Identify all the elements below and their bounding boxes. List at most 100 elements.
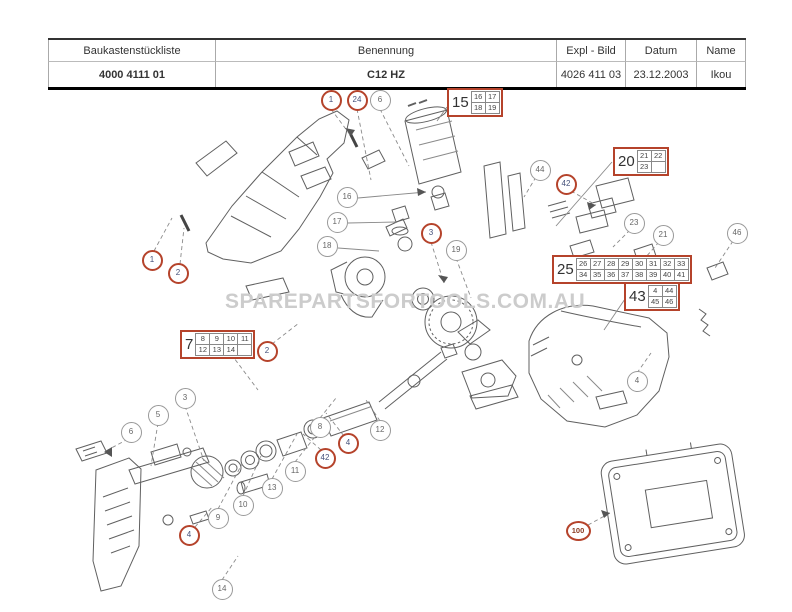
callout-sub-number: 17 [484, 91, 500, 103]
callout-sub-number: 21 [636, 150, 652, 162]
model-name: C12 HZ [215, 62, 556, 87]
callout-circle-2[interactable]: 2 [167, 262, 189, 284]
callout-sub-number: 29 [617, 258, 633, 270]
shoe-assembly-drawing [75, 440, 271, 592]
callout-box-15-main: 15 [452, 94, 469, 111]
callout-circle-12: 12 [369, 419, 391, 441]
callout-sub-number: 39 [645, 269, 661, 281]
callout-circle-44: 44 [529, 159, 551, 181]
part-list-number: 4000 4111 01 [48, 62, 215, 87]
carry-case-drawing [600, 442, 745, 565]
callout-circle-1[interactable]: 1 [320, 89, 342, 111]
callout-sub-number: 4 [647, 285, 663, 297]
callout-box-7-main: 7 [185, 336, 194, 353]
callout-sub-number: 16 [470, 91, 486, 103]
callout-sub-number: 12 [195, 344, 211, 356]
callout-sub-number: 11 [237, 333, 253, 345]
col-label-expl-bild: Expl - Bild [556, 40, 625, 62]
callout-circle-14: 14 [211, 578, 233, 600]
col-label-name: Name [696, 40, 746, 62]
callout-sub-number [237, 344, 253, 356]
callout-circle-13: 13 [261, 477, 283, 499]
callout-box-20-main: 20 [618, 153, 635, 170]
crank-drawing [457, 319, 519, 410]
callout-circle-21: 21 [652, 224, 674, 246]
date-value: 23.12.2003 [625, 62, 696, 87]
callout-sub-number: 37 [617, 269, 633, 281]
callout-circle-46: 46 [726, 222, 748, 244]
col-label-benennung: Benennung [215, 40, 556, 62]
callout-circle-42[interactable]: 42 [314, 447, 336, 469]
callout-sub-number: 46 [661, 296, 677, 308]
switch-assembly-drawing [483, 161, 657, 263]
callout-circle-9: 9 [207, 507, 229, 529]
callout-sub-number: 41 [673, 269, 689, 281]
leader-arrowheads [104, 128, 610, 518]
callout-circle-11: 11 [284, 460, 306, 482]
callout-sub-number: 19 [484, 102, 500, 114]
callout-sub-number: 45 [647, 296, 663, 308]
gearbox-drawing [330, 256, 386, 318]
callout-circle-5: 5 [147, 404, 169, 426]
callout-circle-10: 10 [232, 494, 254, 516]
callout-sub-number: 27 [589, 258, 605, 270]
callout-circle-16: 16 [336, 186, 358, 208]
motor-drawing [391, 99, 462, 252]
callout-sub-number: 10 [223, 333, 239, 345]
col-label-datum: Datum [625, 40, 696, 62]
callout-sub-number: 32 [659, 258, 675, 270]
callout-sub-number: 40 [659, 269, 675, 281]
callout-circle-3: 3 [174, 387, 196, 409]
callout-circle-18: 18 [316, 235, 338, 257]
callout-box-43-main: 43 [629, 288, 646, 305]
callout-sub-number: 36 [603, 269, 619, 281]
callout-circle-42[interactable]: 42 [555, 173, 577, 195]
callout-sub-number: 34 [575, 269, 591, 281]
header-table: Baukastenstückliste Benennung Expl - Bil… [48, 38, 746, 90]
callout-circle-24[interactable]: 24 [346, 89, 368, 111]
callout-sub-number: 30 [631, 258, 647, 270]
leader-lines [103, 106, 734, 581]
col-label-baukastenstueckliste: Baukastenstückliste [48, 40, 215, 62]
callout-circle-4: 4 [626, 370, 648, 392]
name-value: Ikou [696, 62, 746, 87]
callout-sub-number: 31 [645, 258, 661, 270]
callout-circle-23: 23 [623, 212, 645, 234]
callout-sub-number: 14 [223, 344, 239, 356]
callout-circle-3[interactable]: 3 [420, 222, 442, 244]
callout-sub-number: 23 [636, 161, 652, 173]
callout-circle-2[interactable]: 2 [256, 340, 278, 362]
callout-circle-100[interactable]: 100 [565, 521, 591, 541]
expl-bild-number: 4026 411 03 [556, 62, 625, 87]
callout-sub-number: 33 [673, 258, 689, 270]
callout-sub-number: 44 [661, 285, 677, 297]
callout-circle-8: 8 [309, 416, 331, 438]
callout-circle-1[interactable]: 1 [141, 249, 163, 271]
callout-circle-4[interactable]: 4 [178, 524, 200, 546]
callout-sub-number: 18 [470, 102, 486, 114]
callout-circle-19: 19 [445, 239, 467, 261]
callout-sub-number [650, 161, 666, 173]
callout-sub-number: 22 [650, 150, 666, 162]
callout-sub-number: 9 [209, 333, 225, 345]
callout-sub-number: 28 [603, 258, 619, 270]
callout-circle-4[interactable]: 4 [337, 432, 359, 454]
callout-circle-17: 17 [326, 211, 348, 233]
fan-gear-drawing [411, 287, 482, 361]
header-value-row: 4000 4111 01 C12 HZ 4026 411 03 23.12.20… [48, 62, 746, 87]
callout-circle-6: 6 [369, 89, 391, 111]
callout-sub-number: 35 [589, 269, 605, 281]
callout-sub-number: 38 [631, 269, 647, 281]
callout-circle-6: 6 [120, 421, 142, 443]
header-label-row: Baukastenstückliste Benennung Expl - Bil… [48, 40, 746, 62]
watermark-text: SPAREPARTSFORTOOLS.COM.AU [225, 290, 586, 313]
